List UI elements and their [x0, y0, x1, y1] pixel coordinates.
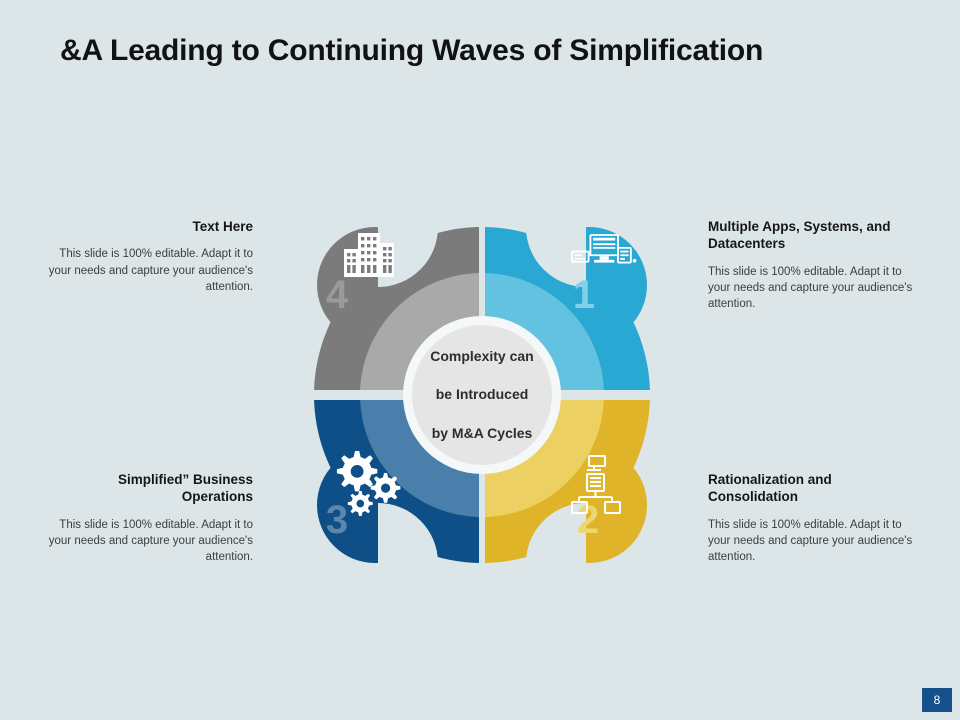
center-hub	[412, 325, 552, 465]
segment-4-inner-arc	[360, 273, 479, 390]
segment-heading-1: Multiple Apps, Systems, and Datacenters	[708, 219, 891, 252]
segment-1-inner-arc	[485, 273, 604, 390]
segment-number-3: 3	[326, 498, 348, 542]
segment-number-4: 4	[326, 273, 349, 317]
segment-text-block-3: Simplified” Business Operations This sli…	[48, 471, 253, 566]
segment-body-4: This slide is 100% editable. Adapt it to…	[48, 248, 253, 293]
segment-heading-3: Simplified” Business Operations	[117, 472, 253, 505]
segment-3-inner-arc	[360, 400, 479, 517]
segment-heading-2: Rationalization and Consolidation	[708, 472, 832, 505]
datacenter-icon	[571, 234, 637, 264]
segment-text-block-1: Multiple Apps, Systems, and Datacenters …	[708, 218, 913, 313]
page-title: &A Leading to Continuing Waves of Simpli…	[60, 34, 764, 67]
buildings-icon	[344, 233, 394, 277]
segment-body-2: This slide is 100% editable. Adapt it to…	[708, 518, 913, 564]
segment-1-notch	[526, 227, 586, 287]
segment-2-notch	[526, 503, 586, 563]
page-number-badge: 8	[922, 688, 952, 712]
segment-text-block-2: Rationalization and Consolidation This s…	[708, 471, 913, 566]
segment-body-3: This slide is 100% editable. Adapt it to…	[48, 518, 253, 564]
segment-number-1: 1	[573, 273, 595, 317]
segment-heading-4: Text Here	[192, 219, 253, 234]
segment-body-1: This slide is 100% editable. Adapt it to…	[708, 265, 913, 311]
segment-number-2: 2	[577, 498, 599, 542]
segment-text-block-4: Text Here This slide is 100% editable. A…	[48, 218, 253, 295]
network-topology-icon	[570, 454, 622, 515]
segment-2-inner-arc	[485, 400, 604, 517]
gears-icon	[336, 451, 401, 516]
segment-3-notch	[378, 503, 438, 563]
cycle-wheel-diagram: 1 2 3 4	[300, 213, 664, 577]
